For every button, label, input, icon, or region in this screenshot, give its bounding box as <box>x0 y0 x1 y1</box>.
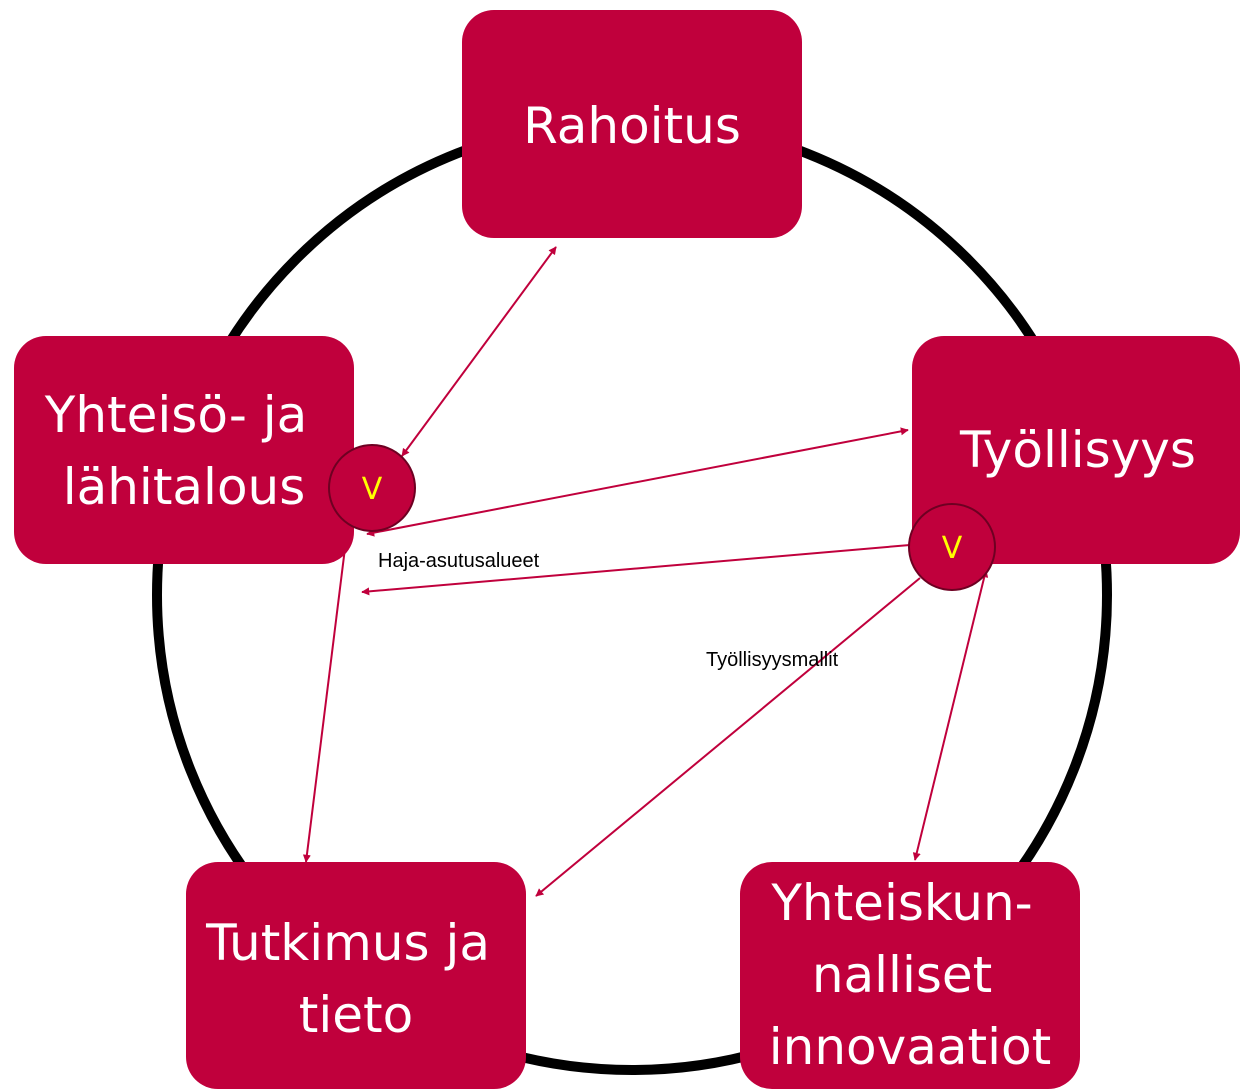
node-tutkimus: Tutkimus ja tieto <box>186 862 526 1089</box>
node-yhteiso-label: Yhteisö- ja lähitalous <box>44 386 323 516</box>
node-rahoitus: Rahoitus <box>462 10 802 238</box>
node-yhteiso-box <box>14 336 354 564</box>
node-tutkimus-box <box>186 862 526 1089</box>
badge-yhteiso-label: V <box>362 472 383 507</box>
arrow-tyollisyys-innovaatiot <box>912 569 989 861</box>
badge-tyollisyys: V <box>908 503 996 591</box>
node-innovaatiot-label: Yhteiskun- nalliset innovaatiot <box>769 874 1051 1076</box>
edge-label-haja-asutusalueet: Haja-asutusalueet <box>378 550 540 572</box>
badge-yhteiso: V <box>328 444 416 532</box>
arrow-yhteiso-tyollisyys <box>366 427 909 537</box>
arrow-tyollisyys-yhteiso <box>361 544 911 596</box>
node-yhteiso: Yhteisö- ja lähitalous <box>14 336 354 564</box>
arrow-yhteiso-rahoitus <box>401 246 557 457</box>
edge-label-tyollisyysmallit: Työllisyysmallit <box>706 649 839 671</box>
node-tyollisyys-box <box>912 336 1240 564</box>
node-tyollisyys-label: Työllisyys <box>959 421 1196 479</box>
node-tutkimus-label: Tutkimus ja tieto <box>205 914 506 1044</box>
badge-tyollisyys-label: V <box>942 531 963 566</box>
badge-tyollisyys-circle <box>908 503 996 591</box>
badge-yhteiso-circle <box>328 444 416 532</box>
node-rahoitus-box <box>462 10 802 238</box>
node-innovaatiot-box <box>740 862 1080 1089</box>
arrow-yhteiso-tutkimus <box>302 539 350 863</box>
node-innovaatiot: Yhteiskun- nalliset innovaatiot <box>740 862 1080 1089</box>
node-tyollisyys: Työllisyys <box>912 336 1240 564</box>
arrow-tyollisyys-tutkimus <box>535 577 921 897</box>
node-rahoitus-label: Rahoitus <box>523 97 741 155</box>
